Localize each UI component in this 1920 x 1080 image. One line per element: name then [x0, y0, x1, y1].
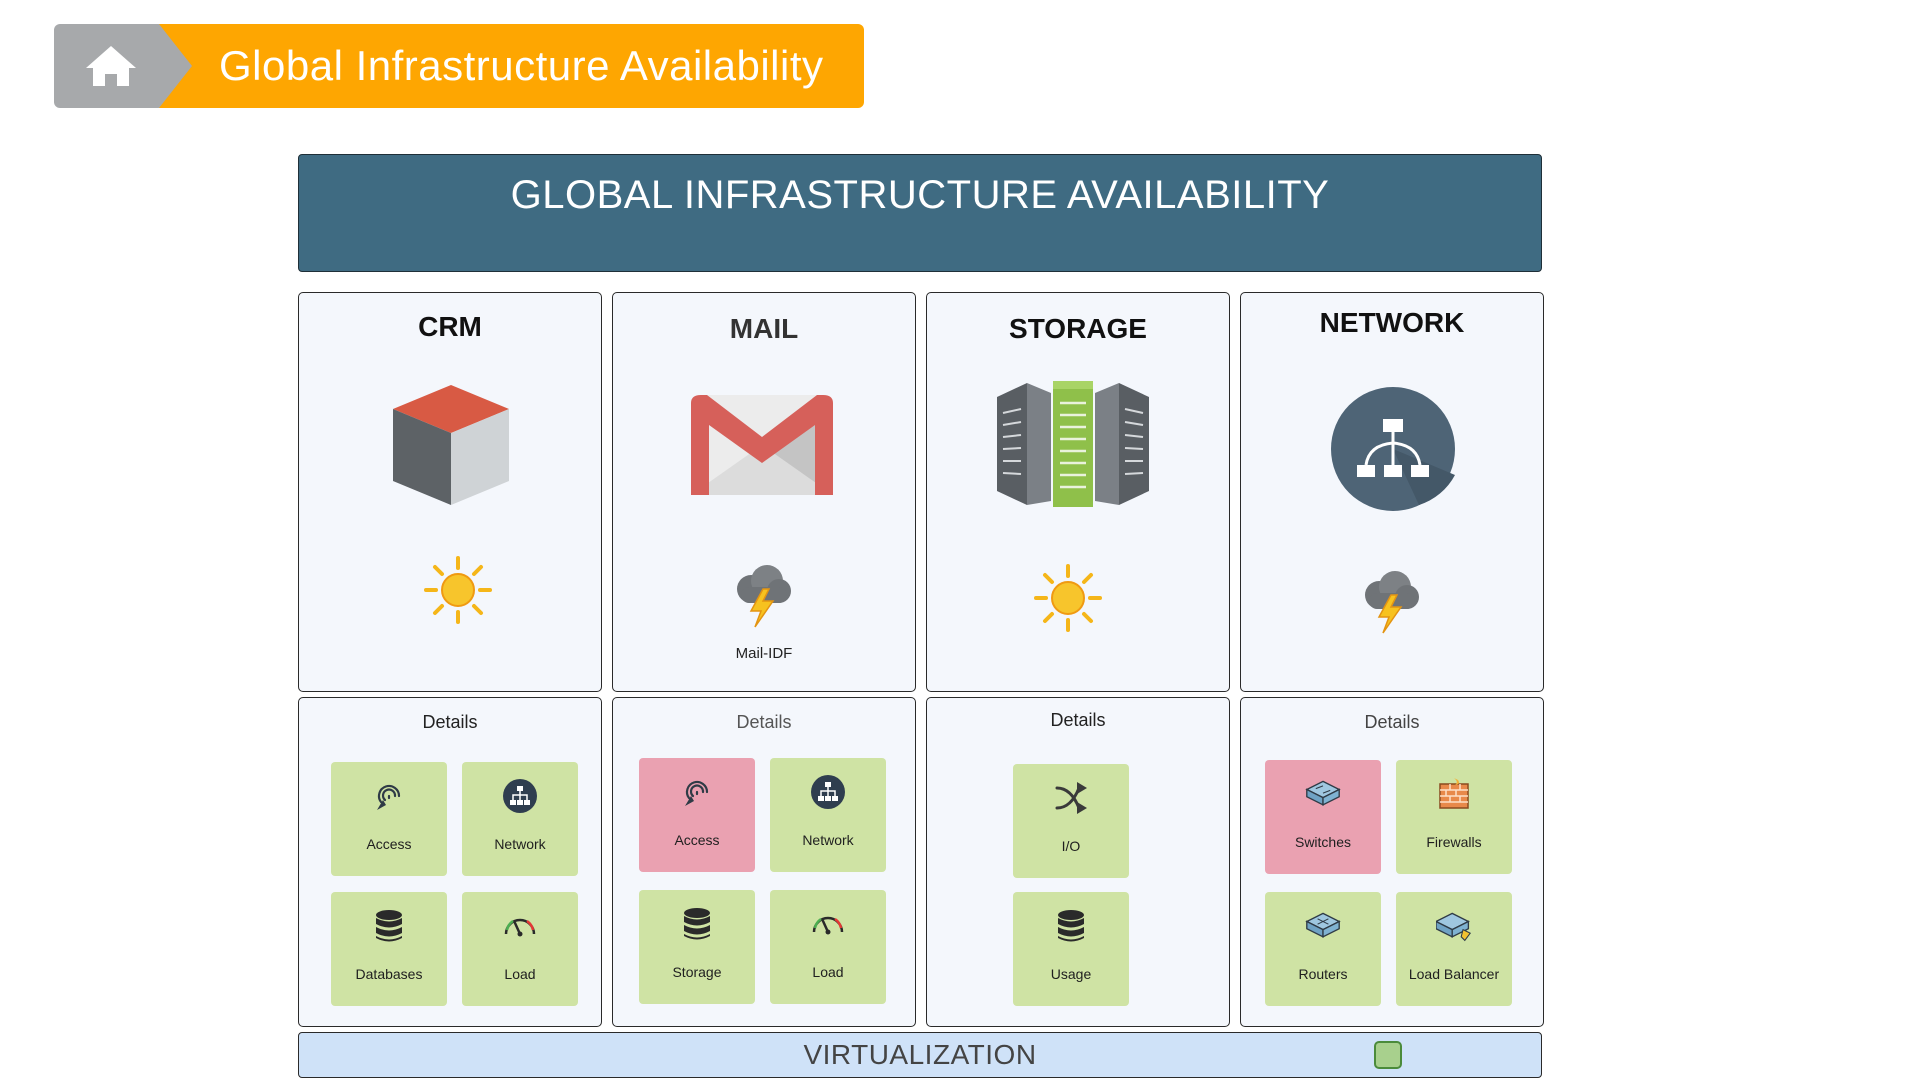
- database-icon: [376, 910, 402, 942]
- fingerprint-icon: [685, 780, 709, 806]
- details-title: Details: [736, 712, 792, 732]
- dashboard-title: GLOBAL INFRASTRUCTURE AVAILABILITY: [510, 173, 1330, 217]
- load-balancer-icon: [1436, 912, 1472, 942]
- sun-icon: [424, 556, 492, 624]
- virtualization-bar[interactable]: VIRTUALIZATION: [298, 1032, 1542, 1078]
- cube-icon: [393, 385, 509, 505]
- tile-switches[interactable]: Switches: [1265, 760, 1381, 874]
- details-title: Details: [1050, 710, 1106, 730]
- tile-label: Switches: [1294, 834, 1352, 850]
- storm-icon: [737, 565, 791, 628]
- details-title: Details: [1364, 712, 1420, 732]
- dashboard-banner: GLOBAL INFRASTRUCTURE AVAILABILITY: [298, 154, 1542, 272]
- tile-routers[interactable]: Routers: [1265, 892, 1381, 1006]
- database-icon: [684, 908, 710, 940]
- breadcrumb: Global Infrastructure Availability: [54, 24, 864, 108]
- tile-label: Load Balancer: [1408, 966, 1500, 982]
- tile-label: Usage: [1050, 966, 1092, 982]
- firewall-icon: [1439, 778, 1469, 809]
- service-status-label: Mail-IDF: [735, 645, 793, 662]
- tile-label: Load: [812, 964, 844, 980]
- tile-network[interactable]: Network: [462, 762, 578, 876]
- tile-label: Firewalls: [1426, 834, 1482, 850]
- network-icon: [503, 779, 537, 813]
- tile-access[interactable]: Access: [331, 762, 447, 876]
- tile-label: Access: [674, 832, 720, 848]
- details-panel-network: Details Switches Firewalls: [1240, 697, 1544, 1027]
- tile-label: Network: [802, 832, 854, 848]
- virtualization-label: VIRTUALIZATION: [803, 1039, 1037, 1070]
- tile-label: I/O: [1061, 838, 1081, 854]
- details-title: Details: [422, 712, 478, 732]
- details-panel-storage: Details I/O Usage: [926, 697, 1230, 1027]
- network-hierarchy-icon: [1331, 387, 1455, 511]
- gauge-icon: [812, 916, 844, 935]
- tile-label: Routers: [1298, 966, 1348, 982]
- service-card-network[interactable]: NETWORK: [1240, 292, 1544, 692]
- server-rack-icon: [997, 381, 1149, 507]
- tile-usage[interactable]: Usage: [1013, 892, 1129, 1006]
- service-card-storage[interactable]: STORAGE: [926, 292, 1230, 692]
- sun-icon: [1034, 564, 1102, 632]
- tile-label: Network: [494, 836, 546, 852]
- mail-icon: [691, 395, 833, 495]
- service-title: NETWORK: [1319, 307, 1465, 338]
- service-title: MAIL: [729, 313, 799, 344]
- tile-label: Databases: [355, 966, 423, 982]
- tile-access[interactable]: Access: [639, 758, 755, 872]
- tile-storage[interactable]: Storage: [639, 890, 755, 1004]
- fingerprint-icon: [377, 784, 401, 810]
- tile-load-balancer[interactable]: Load Balancer: [1396, 892, 1512, 1006]
- service-card-mail[interactable]: MAIL Mail-IDF: [612, 292, 916, 692]
- tile-network[interactable]: Network: [770, 758, 886, 872]
- breadcrumb-title: Global Infrastructure Availability: [219, 42, 824, 89]
- virtualization-status-indicator: [1374, 1041, 1402, 1069]
- switch-icon: [1305, 780, 1341, 806]
- storm-icon: [1365, 571, 1419, 634]
- router-icon: [1305, 912, 1341, 938]
- database-icon: [1058, 910, 1084, 942]
- details-panel-crm: Details Access Network Databases: [298, 697, 602, 1027]
- tile-firewalls[interactable]: Firewalls: [1396, 760, 1512, 874]
- gauge-icon: [504, 918, 536, 937]
- tile-label: Access: [366, 836, 412, 852]
- tile-label: Load: [504, 966, 536, 982]
- tile-databases[interactable]: Databases: [331, 892, 447, 1006]
- home-icon: [86, 46, 136, 86]
- tile-load[interactable]: Load: [770, 890, 886, 1004]
- io-arrows-icon: [1055, 782, 1087, 814]
- tile-load[interactable]: Load: [462, 892, 578, 1006]
- network-icon: [811, 775, 845, 809]
- tile-io[interactable]: I/O: [1013, 764, 1129, 878]
- service-title: STORAGE: [1009, 313, 1147, 344]
- breadcrumb-arrow: [159, 24, 192, 108]
- service-title: CRM: [418, 311, 482, 342]
- breadcrumb-bar: [159, 24, 864, 108]
- service-card-crm[interactable]: CRM: [298, 292, 602, 692]
- details-panel-mail: Details Access Network Storage: [612, 697, 916, 1027]
- tile-label: Storage: [672, 964, 722, 980]
